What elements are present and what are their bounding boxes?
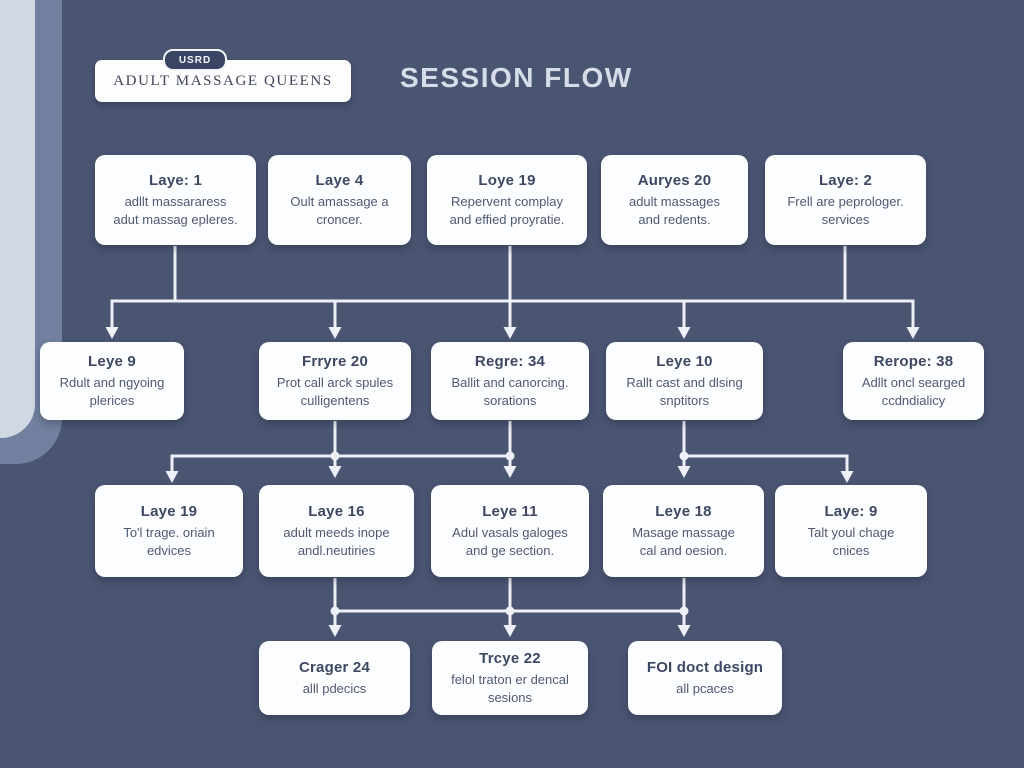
used-badge: USRD xyxy=(163,49,227,71)
node-line: all pcaces xyxy=(676,680,734,696)
node-line: Prot call arck spules xyxy=(276,375,394,391)
decor-band-light xyxy=(0,0,35,438)
node-title: Laye 16 xyxy=(308,503,365,521)
node-title: Laye 4 xyxy=(315,172,364,190)
node-line: and redents. xyxy=(638,211,711,227)
flow-node-r4-2: Trcye 22 felol traton er dencal sesions xyxy=(432,641,588,715)
arrowheads-row4 xyxy=(328,625,691,637)
flow-node-r1-4: Auryes 20 adult massages and redents. xyxy=(601,155,748,245)
junction-dots-row2 xyxy=(330,451,689,461)
node-line: Repervent complay xyxy=(451,194,563,210)
flow-node-r2-2: Frryre 20 Prot call arck spules culligen… xyxy=(259,342,411,420)
node-title: Frryre 20 xyxy=(301,353,368,371)
node-title: Leye 10 xyxy=(656,353,713,371)
node-title: Auryes 20 xyxy=(637,172,712,190)
node-title: Loye 19 xyxy=(478,172,536,190)
node-title: FOI doct design xyxy=(646,658,764,676)
flow-node-r2-1: Leye 9 Rdult and ngyoing plerices xyxy=(40,342,184,420)
node-title: Laye 19 xyxy=(140,503,198,521)
node-line: Rallt cast and dlsing xyxy=(626,375,743,391)
flow-node-r3-3: Leye 11 Adul vasals galoges and ge secti… xyxy=(431,485,589,577)
flow-node-r2-3: Regre: 34 Ballit and canorcing. soration… xyxy=(431,342,589,420)
connector-row3-row4 xyxy=(333,578,686,625)
node-line: Frell are peprologer. xyxy=(787,194,904,210)
node-title: Laye: 1 xyxy=(148,172,203,190)
node-title: Laye: 9 xyxy=(824,503,878,521)
node-line: Rdult and ngyoing xyxy=(59,375,165,391)
node-title: Crager 24 xyxy=(298,658,370,676)
node-line: cnices xyxy=(832,542,870,558)
node-title: Regre: 34 xyxy=(474,353,546,371)
flow-node-r1-2: Laye 4 Oult amassage a croncer. xyxy=(268,155,411,245)
flow-node-r2-4: Leye 10 Rallt cast and dlsing snptitors xyxy=(606,342,763,420)
node-title: Leye 9 xyxy=(88,353,136,371)
node-line: adut massag epleres. xyxy=(113,211,238,227)
junction-dots-row3 xyxy=(330,606,689,616)
node-title: Rerope: 38 xyxy=(873,353,954,371)
flow-node-r3-1: Laye 19 To'l trage. oriain edvices xyxy=(95,485,243,577)
node-line: Adllt oncl searged xyxy=(861,375,966,391)
node-line: cal and oesion. xyxy=(639,542,728,558)
arrowheads-row3 xyxy=(165,466,854,483)
node-line: andl.neutiries xyxy=(297,542,376,558)
node-line: sesions xyxy=(487,689,533,705)
node-line: Oult amassage a xyxy=(290,194,389,210)
flow-node-r2-5: Rerope: 38 Adllt oncl searged ccdndialic… xyxy=(843,342,984,420)
node-title: Leye 18 xyxy=(655,503,712,521)
node-line: Ballit and canorcing. xyxy=(451,375,569,391)
node-line: adult meeds inope xyxy=(283,525,390,541)
node-line: Masage massage xyxy=(632,525,735,541)
node-line: adult massages xyxy=(628,194,721,210)
flow-node-r4-1: Crager 24 alll pdecics xyxy=(259,641,410,715)
node-line: adllt massararess xyxy=(124,194,227,210)
node-line: alll pdecics xyxy=(302,680,367,696)
node-line: culligentens xyxy=(300,392,370,408)
node-line: To'l trage. oriain xyxy=(123,525,215,541)
node-line: Adul vasals galoges xyxy=(452,525,568,541)
node-line: Talt youl chage xyxy=(807,525,895,541)
page-title: SESSION FLOW xyxy=(400,62,633,93)
flow-node-r4-3: FOI doct design all pcaces xyxy=(628,641,782,715)
flow-node-r1-3: Loye 19 Repervent complay and effied pro… xyxy=(427,155,587,245)
arrowheads-row2 xyxy=(105,327,920,339)
node-line: and effied proyratie. xyxy=(449,211,565,227)
node-line: felol traton er dencal xyxy=(451,672,569,688)
node-line: and ge section. xyxy=(465,542,555,558)
brand-label: ADULT MASSAGE QUEENS xyxy=(113,72,333,89)
flow-node-r3-2: Laye 16 adult meeds inope andl.neutiries xyxy=(259,485,414,577)
node-line: edvices xyxy=(146,542,192,558)
node-line: sorations xyxy=(483,392,537,408)
node-line: services xyxy=(821,211,870,227)
node-title: Trcye 22 xyxy=(479,650,541,668)
node-line: ccdndialicy xyxy=(881,392,946,408)
connector-row2-row3 xyxy=(170,421,849,472)
node-line: croncer. xyxy=(316,211,363,227)
node-title: Leye 11 xyxy=(482,503,538,521)
node-line: snptitors xyxy=(659,392,710,408)
node-line: plerices xyxy=(89,392,135,408)
flow-node-r3-5: Laye: 9 Talt youl chage cnices xyxy=(775,485,927,577)
flow-node-r3-4: Leye 18 Masage massage cal and oesion. xyxy=(603,485,764,577)
node-title: Laye: 2 xyxy=(818,172,873,190)
flow-node-r1-1: Laye: 1 adllt massararess adut massag ep… xyxy=(95,155,256,245)
connector-row1-row2 xyxy=(110,246,915,328)
flow-node-r1-5: Laye: 2 Frell are peprologer. services xyxy=(765,155,926,245)
